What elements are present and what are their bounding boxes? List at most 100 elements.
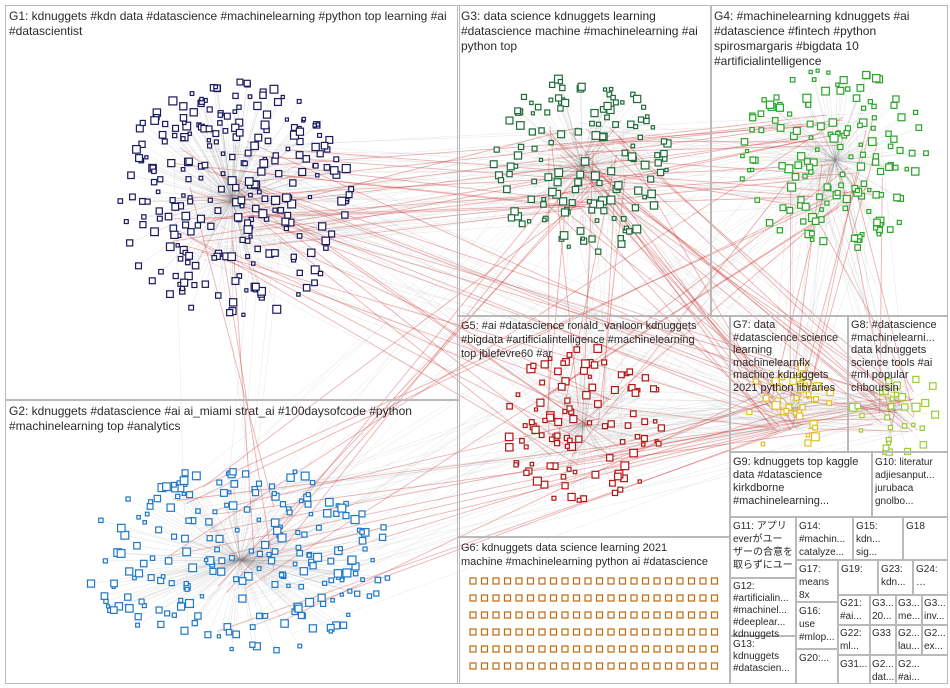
edge bbox=[231, 199, 327, 249]
edge bbox=[550, 404, 898, 422]
edge bbox=[239, 522, 276, 561]
network-node bbox=[189, 108, 198, 117]
network-node bbox=[184, 598, 195, 609]
network-node bbox=[885, 377, 892, 385]
edge bbox=[592, 137, 775, 400]
edge bbox=[161, 487, 241, 561]
edge bbox=[571, 424, 586, 498]
network-node bbox=[339, 577, 345, 583]
edge bbox=[232, 253, 595, 419]
edge bbox=[239, 559, 260, 617]
edge bbox=[221, 154, 546, 241]
edge bbox=[250, 214, 877, 404]
edge bbox=[201, 154, 820, 257]
edge bbox=[576, 349, 586, 426]
edge bbox=[231, 199, 254, 264]
edge bbox=[843, 181, 897, 396]
network-node bbox=[627, 120, 635, 129]
edge bbox=[496, 149, 583, 166]
network-node bbox=[572, 611, 581, 619]
edge bbox=[535, 424, 586, 431]
group-label-g1: G1: kdnuggets #kdn data #datascience #ma… bbox=[9, 9, 447, 38]
network-node bbox=[618, 645, 627, 653]
network-node bbox=[773, 94, 780, 101]
edge bbox=[584, 372, 629, 426]
edge bbox=[271, 123, 840, 166]
edge bbox=[744, 141, 836, 161]
network-node bbox=[749, 156, 757, 164]
edge bbox=[815, 159, 836, 222]
edge bbox=[235, 559, 241, 635]
network-node bbox=[561, 482, 569, 490]
network-node bbox=[169, 196, 176, 204]
edge bbox=[239, 559, 302, 616]
network-node bbox=[594, 218, 600, 223]
network-node bbox=[341, 163, 351, 174]
network-node bbox=[676, 594, 684, 602]
edge bbox=[138, 517, 241, 561]
network-node bbox=[554, 367, 562, 376]
edge bbox=[789, 393, 832, 411]
network-node bbox=[348, 186, 355, 193]
network-node bbox=[609, 479, 616, 487]
network-node bbox=[625, 228, 633, 235]
network-node bbox=[199, 96, 204, 102]
network-node bbox=[893, 193, 901, 202]
network-node bbox=[139, 220, 147, 229]
network-node bbox=[656, 168, 665, 177]
network-node bbox=[539, 379, 546, 386]
network-node bbox=[808, 169, 814, 175]
edge bbox=[189, 559, 241, 604]
edge bbox=[314, 449, 550, 558]
network-node bbox=[216, 634, 222, 639]
edge bbox=[568, 424, 586, 470]
edge bbox=[584, 387, 593, 426]
network-node bbox=[503, 662, 512, 670]
network-node bbox=[194, 612, 202, 620]
network-node bbox=[125, 567, 134, 576]
network-node bbox=[312, 162, 319, 169]
network-node bbox=[135, 154, 144, 163]
network-node bbox=[150, 178, 158, 186]
network-node bbox=[600, 207, 608, 215]
network-node bbox=[181, 491, 187, 497]
network-node bbox=[549, 611, 558, 619]
network-node bbox=[630, 91, 636, 98]
group-label-g19: G19: bbox=[841, 564, 863, 575]
edge bbox=[789, 190, 792, 388]
edge bbox=[218, 559, 241, 637]
edge bbox=[834, 139, 894, 161]
edge bbox=[532, 131, 583, 166]
network-node bbox=[802, 173, 808, 179]
edge bbox=[584, 424, 625, 479]
edge bbox=[190, 199, 233, 308]
network-node bbox=[149, 555, 156, 561]
edge bbox=[235, 427, 771, 604]
edge bbox=[239, 559, 337, 626]
network-node bbox=[796, 152, 806, 161]
network-node bbox=[323, 509, 332, 518]
edge bbox=[132, 196, 233, 201]
edge bbox=[239, 559, 314, 567]
edge bbox=[284, 410, 785, 495]
edge bbox=[184, 559, 241, 631]
network-node bbox=[904, 166, 910, 172]
network-node bbox=[504, 432, 514, 442]
network-node bbox=[229, 554, 235, 561]
network-node bbox=[328, 629, 334, 634]
network-node bbox=[226, 309, 234, 317]
edge bbox=[526, 424, 586, 474]
edge bbox=[231, 199, 332, 235]
network-node bbox=[617, 486, 624, 493]
network-node bbox=[492, 611, 500, 619]
edge bbox=[239, 559, 295, 612]
network-node bbox=[564, 397, 571, 404]
network-node bbox=[517, 143, 525, 151]
network-node bbox=[339, 621, 348, 629]
network-node bbox=[787, 111, 793, 117]
network-node bbox=[624, 422, 632, 429]
edge bbox=[239, 486, 273, 561]
network-node bbox=[824, 200, 830, 206]
edge bbox=[543, 164, 583, 205]
network-node bbox=[139, 119, 146, 127]
